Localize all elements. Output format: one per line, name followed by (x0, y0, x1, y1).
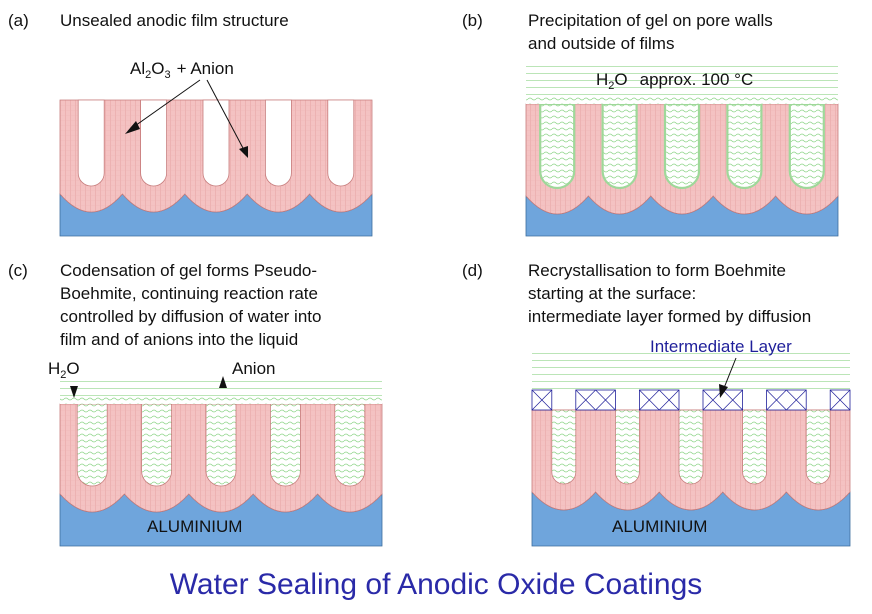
pore (327, 99, 355, 187)
panel-c-anion-label: Anion (232, 359, 275, 378)
intermediate-layer-label: Intermediate Layer (650, 337, 792, 356)
intermediate-cross (658, 389, 680, 411)
panel-c-anion-arrow (219, 376, 227, 388)
panel-d: (d) Recrystallisation to form Boehmite s… (462, 261, 851, 547)
pore (805, 409, 831, 485)
pore (742, 409, 767, 485)
panel-b-tag: (b) (462, 11, 483, 30)
intermediate-cross (702, 389, 724, 411)
panel-a-arrows (125, 79, 248, 158)
panel-c: (c) Codensation of gel forms Pseudo- Boe… (8, 261, 383, 547)
intermediate-cross (639, 389, 660, 411)
intermediate-cross (531, 389, 553, 411)
panel-b-caption-line-2: and outside of films (528, 34, 674, 53)
pore (202, 99, 230, 187)
pore (205, 403, 237, 487)
intermediate-layer-arrow-line (723, 357, 737, 389)
panel-a-al2o3-label: Al2O3+ Anion (130, 59, 234, 81)
panel-c-caption-line-1: Codensation of gel forms Pseudo- (60, 261, 317, 280)
intermediate-cross (829, 389, 851, 411)
pore (601, 102, 638, 190)
panel-c-film (59, 378, 383, 547)
panel-c-tag: (c) (8, 261, 28, 280)
panel-d-caption-line-1: Recrystallisation to form Boehmite (528, 261, 786, 280)
intermediate-cross (766, 389, 787, 411)
pore (334, 403, 366, 487)
panel-d-caption-line-3: intermediate layer formed by diffusion (528, 307, 811, 326)
pore (788, 102, 825, 190)
pore (141, 403, 172, 487)
panel-b: (b) Precipitation of gel on pore walls a… (462, 11, 839, 237)
pore (678, 409, 704, 485)
pore (663, 102, 701, 190)
pore (615, 409, 640, 485)
pore (265, 99, 292, 187)
panel-c-caption-line-3: controlled by diffusion of water into (60, 307, 321, 326)
intermediate-layer-arrow-head (719, 384, 728, 398)
intermediate-block (575, 389, 616, 411)
pore (726, 102, 763, 190)
panel-a: (a) Unsealed anodic film structure Al2O3… (8, 11, 373, 237)
pore (76, 403, 108, 487)
intermediate-cross (722, 389, 743, 411)
gel-surface-layer (526, 96, 838, 104)
panel-b-caption-line-1: Precipitation of gel on pore walls (528, 11, 773, 30)
panel-a-film (59, 99, 373, 237)
pore (551, 409, 577, 485)
intermediate-block (766, 389, 807, 411)
pore (270, 403, 301, 487)
intermediate-block (639, 389, 680, 411)
panel-c-aluminium-label: ALUMINIUM (147, 517, 242, 536)
panel-c-water-label: H2O (48, 359, 80, 381)
intermediate-cross (575, 389, 596, 411)
panel-d-tag: (d) (462, 261, 483, 280)
panel-d-aluminium-label: ALUMINIUM (612, 517, 707, 536)
water-layer (532, 352, 850, 390)
panel-d-film (531, 352, 851, 547)
gel-surface-layer (60, 396, 382, 404)
panel-b-film (525, 66, 839, 237)
panel-c-caption-line-2: Boehmite, continuing reaction rate (60, 284, 318, 303)
intermediate-cross (595, 389, 616, 411)
panel-d-caption-line-2: starting at the surface: (528, 284, 696, 303)
pore (77, 99, 105, 187)
intermediate-cross (786, 389, 807, 411)
panel-a-caption-line-1: Unsealed anodic film structure (60, 11, 289, 30)
pore (539, 102, 576, 190)
panel-a-tag: (a) (8, 11, 29, 30)
panel-c-water-arrow (70, 386, 78, 398)
pore (140, 99, 167, 187)
figure-title: Water Sealing of Anodic Oxide Coatings (170, 568, 703, 601)
panel-c-caption-line-4: film and of anions into the liquid (60, 330, 298, 349)
